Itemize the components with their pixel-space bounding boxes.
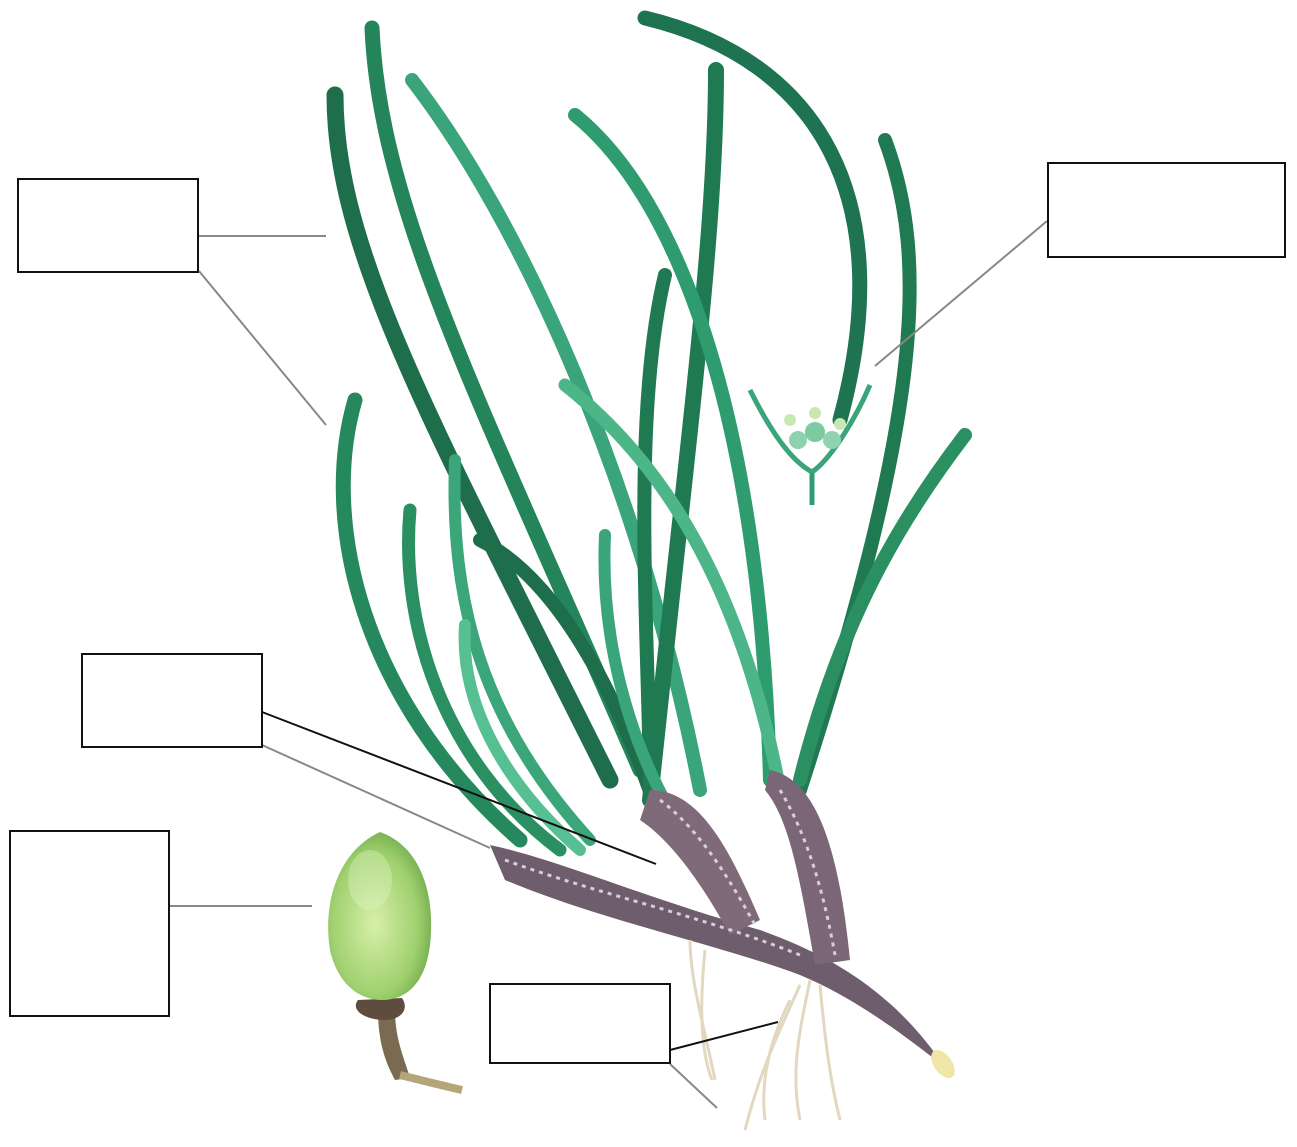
label-box-flower[interactable] [1047,162,1286,258]
label-box-stem-base[interactable] [81,653,263,748]
leader-roots-1 [670,1022,778,1050]
label-box-roots[interactable] [489,983,671,1064]
fruit [328,832,462,1090]
leader-leaves-2 [199,271,326,425]
label-box-fruit[interactable] [9,830,170,1017]
leader-lines [170,221,1047,1108]
leader-stem-2 [262,745,490,848]
label-box-leaves[interactable] [17,178,199,273]
leaves [335,18,965,850]
